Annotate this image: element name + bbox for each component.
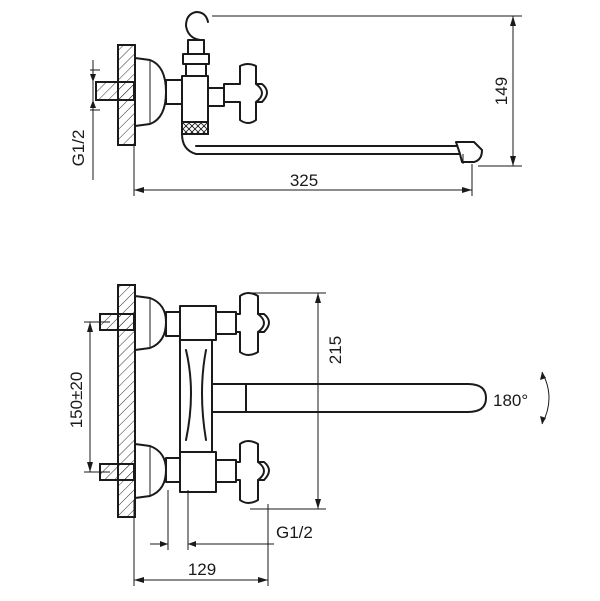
lower-cross-handle-icon	[235, 440, 270, 504]
upper-valve-body	[179, 305, 217, 341]
thread-dimension-top: G1/2	[69, 60, 100, 180]
lower-valve-body	[179, 451, 217, 493]
top-view: 149 325 G1/2	[69, 11, 522, 196]
rotation-indicator: 180°	[493, 371, 550, 425]
wall-hatched-front	[117, 284, 136, 518]
thread-dimension-front: G1/2	[150, 490, 313, 550]
spout	[181, 133, 467, 155]
diverter-knurl	[181, 121, 209, 135]
front-view: 180° 215 150±20 G1/2	[67, 284, 550, 586]
cross-handle-icon	[223, 63, 268, 124]
dimension-150: 150±20	[67, 321, 110, 473]
dimension-129: 129	[133, 500, 269, 586]
shower-hook-icon	[185, 11, 209, 41]
dim-325-label: 325	[290, 171, 318, 190]
dimension-325: 325	[133, 146, 473, 196]
dim-150-label: 150±20	[67, 372, 86, 429]
inlet-pipe	[95, 81, 135, 101]
dim-149-label: 149	[492, 77, 511, 105]
thread-label-top: G1/2	[69, 130, 88, 167]
dim-129-label: 129	[188, 560, 216, 579]
dimension-149: 149	[212, 15, 522, 167]
spout-front	[245, 383, 487, 413]
dimension-215: 215	[250, 292, 345, 510]
rotation-label: 180°	[493, 391, 528, 410]
mixer-body	[181, 75, 209, 123]
mixer-riser	[179, 339, 213, 453]
thread-label-front: G1/2	[276, 523, 313, 542]
dim-215-label: 215	[326, 336, 345, 364]
upper-cross-handle-icon	[235, 292, 270, 356]
aerator	[455, 141, 483, 163]
